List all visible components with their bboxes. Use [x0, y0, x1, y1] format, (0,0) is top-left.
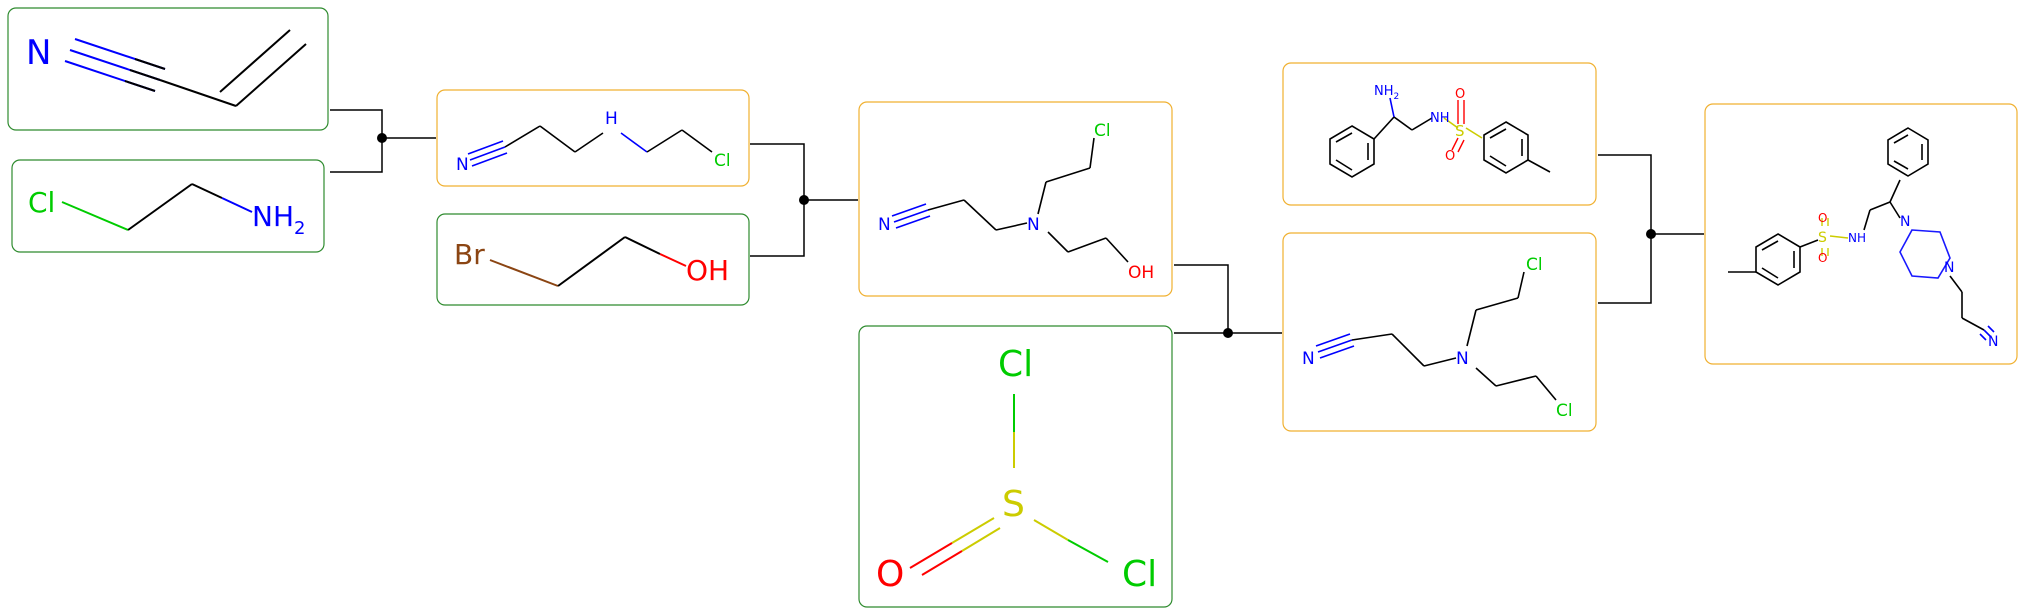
- atom-N-piperazine-top: N: [1900, 214, 1910, 230]
- atom-N-nitrile: N: [878, 215, 891, 235]
- atom-N-nitrile: N: [1302, 349, 1315, 369]
- reactant-box: [436, 213, 750, 306]
- product-box: [436, 89, 750, 187]
- junction-dot-step3: [1223, 328, 1233, 338]
- product-box: [1704, 103, 2018, 365]
- atom-Cl-top: Cl: [998, 344, 1033, 385]
- atom-Cl: Cl: [1094, 121, 1111, 141]
- atom-O-top: O: [1455, 87, 1465, 102]
- reactant-box: [858, 325, 1173, 608]
- atom-Cl-top: Cl: [1526, 255, 1543, 275]
- product-box: [1282, 62, 1597, 206]
- atom-S: S: [1002, 484, 1025, 525]
- reactant-box: [11, 159, 325, 253]
- atom-Cl: Cl: [28, 186, 55, 219]
- molecule-sulfonamide-amine: NH2 NH S O O: [1282, 62, 1597, 206]
- atom-NH2: NH2: [1374, 84, 1399, 102]
- atom-Cl: Cl: [714, 151, 731, 171]
- atom-NH2: NH2: [252, 200, 305, 239]
- atom-N-nitrile: N: [1988, 334, 1998, 350]
- atom-Cl-right: Cl: [1122, 554, 1157, 595]
- atom-O-top: O: [1818, 211, 1827, 225]
- atom-N: N: [456, 155, 469, 175]
- atom-H: H: [605, 109, 618, 129]
- molecule-acrylonitrile: N: [7, 7, 329, 131]
- junction-dot-step2: [799, 195, 809, 205]
- product-box: [858, 101, 1173, 297]
- atom-S: S: [1818, 230, 1827, 246]
- reactant-box: [7, 7, 329, 131]
- atom-N-amine: N: [1456, 349, 1469, 369]
- atom-O: O: [876, 554, 904, 595]
- molecule-bromoethanol: Br OH: [436, 213, 750, 306]
- molecule-chloroethylaminopropionitrile: N H N Cl: [436, 89, 750, 187]
- connector-step3: [1174, 264, 1282, 334]
- junction-dot-step1: [377, 133, 387, 143]
- atom-N: N: [26, 33, 51, 73]
- junction-dot-step4: [1646, 229, 1656, 239]
- atom-Cl-bottom: Cl: [1556, 401, 1573, 421]
- atom-O-bottom: O: [1445, 149, 1455, 164]
- atom-N-amine: N: [1027, 215, 1040, 235]
- product-box: [1282, 232, 1597, 432]
- molecule-bis-chloroethyl-intermediate: N N Cl Cl: [1282, 232, 1597, 432]
- atom-OH: OH: [686, 254, 729, 287]
- atom-N-piperazine-bottom: N: [1944, 260, 1954, 276]
- atom-Br: Br: [454, 238, 485, 271]
- atom-NH: NH: [1430, 111, 1450, 126]
- molecule-final-product: S O O NH N N N: [1704, 103, 2018, 365]
- molecule-thionyl-chloride: Cl S O Cl: [858, 325, 1173, 608]
- connectors: [330, 109, 1704, 338]
- molecule-hydroxyethyl-intermediate: N N Cl OH: [858, 101, 1173, 297]
- atom-OH: OH: [1128, 263, 1154, 283]
- molecule-chloroethylamine: Cl NH2: [11, 159, 325, 253]
- atom-NH: NH: [1848, 231, 1866, 245]
- atom-S: S: [1455, 122, 1465, 140]
- atom-O-bottom: O: [1818, 251, 1827, 265]
